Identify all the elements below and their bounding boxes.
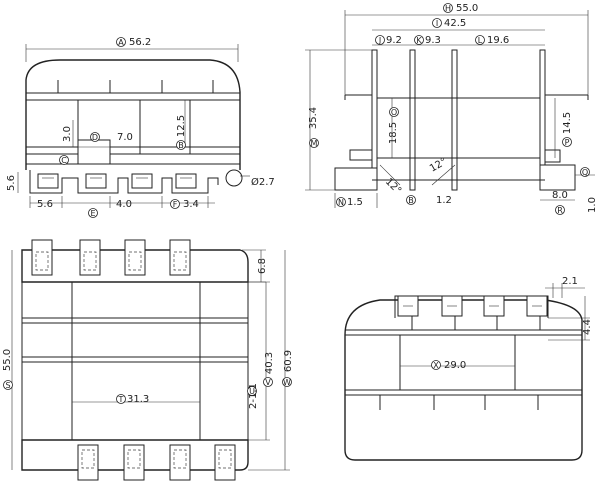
side-span-value: 42.5 [444, 18, 466, 29]
bottom-pin-gap: 2.1 [562, 276, 578, 287]
side-angle-right: 12° [428, 156, 449, 174]
side-center-value: 18.5 [388, 122, 399, 144]
side-foot-marker: N [338, 198, 344, 207]
front-slot-marker: D [92, 133, 98, 142]
side-right-marker: Q [582, 168, 588, 177]
top-height-left-value: 55.0 [2, 349, 13, 371]
side-sec2-marker: K [416, 36, 422, 45]
front-pin-width-marker: F [173, 200, 178, 209]
front-height-marker: B [178, 141, 184, 150]
front-height-value: 12.5 [176, 115, 187, 137]
front-marker-c: C [61, 156, 67, 165]
side-span-marker: I [436, 19, 438, 28]
side-sec2-value: 9.3 [425, 35, 441, 46]
side-core-value: 14.5 [562, 112, 573, 134]
top-core-value: 31.3 [127, 394, 149, 405]
side-length-value: 55.0 [456, 3, 478, 14]
top-hole-marker: U [249, 387, 255, 396]
front-pitch-marker: E [90, 209, 95, 218]
top-hole-value: 2-1.1 [248, 383, 259, 409]
front-pin-diameter: Ø2.7 [251, 176, 275, 188]
front-pitch-value: 4.0 [116, 199, 132, 210]
side-core-marker: P [565, 138, 570, 147]
side-center-marker: O [391, 108, 397, 117]
side-view: H 55.0 I 42.5 J 9.2 K 9.3 L 19.6 [305, 3, 598, 215]
front-pin-height: 5.6 [6, 175, 17, 191]
bottom-window-value: 29.0 [444, 360, 466, 371]
side-foot-width-marker: R [557, 206, 563, 215]
side-base-gap: 1.2 [436, 195, 452, 206]
side-sec3-marker: L [478, 36, 483, 45]
side-foot-thickness: 1.0 [587, 197, 598, 213]
side-sec1-marker: J [378, 36, 381, 45]
top-height-left-marker: S [5, 381, 10, 390]
top-core-marker: T [118, 395, 124, 404]
bottom-pin-length: 4.4 [582, 319, 593, 335]
side-length-marker: H [445, 4, 451, 13]
side-foot-value: 1.5 [347, 197, 363, 208]
front-slot-width: 7.0 [117, 132, 133, 143]
side-foot-width: 8.0 [552, 190, 568, 201]
top-view: 6.8 S 55.0 V 40.3 W 60.9 U 2-1.1 T 31.3 [2, 239, 294, 481]
front-width-value: 56.2 [129, 37, 151, 48]
side-height-value: 35.4 [308, 107, 319, 129]
side-sec3-value: 19.6 [487, 35, 509, 46]
front-width-marker: A [118, 38, 124, 47]
side-angle-left: 12° [383, 176, 403, 196]
top-inner-marker: V [265, 378, 271, 387]
side-height-marker: M [311, 139, 318, 148]
front-edge-offset: 5.6 [37, 199, 53, 210]
side-sec1-value: 9.2 [386, 35, 402, 46]
side-base-marker: B [408, 196, 414, 205]
bottom-window-marker: X [433, 361, 439, 370]
top-flange-height: 6.8 [257, 258, 268, 274]
front-pin-width: 3.4 [183, 199, 199, 210]
top-total-right-marker: W [283, 378, 291, 387]
top-total-right-value: 60.9 [283, 350, 294, 372]
top-inner-value: 40.3 [264, 352, 275, 374]
front-view: A 56.2 3.0 D 7.0 C B 12.5 [6, 37, 275, 218]
bottom-view: 2.1 4.4 X 29.0 [344, 276, 593, 461]
front-slot-depth: 3.0 [62, 126, 73, 142]
